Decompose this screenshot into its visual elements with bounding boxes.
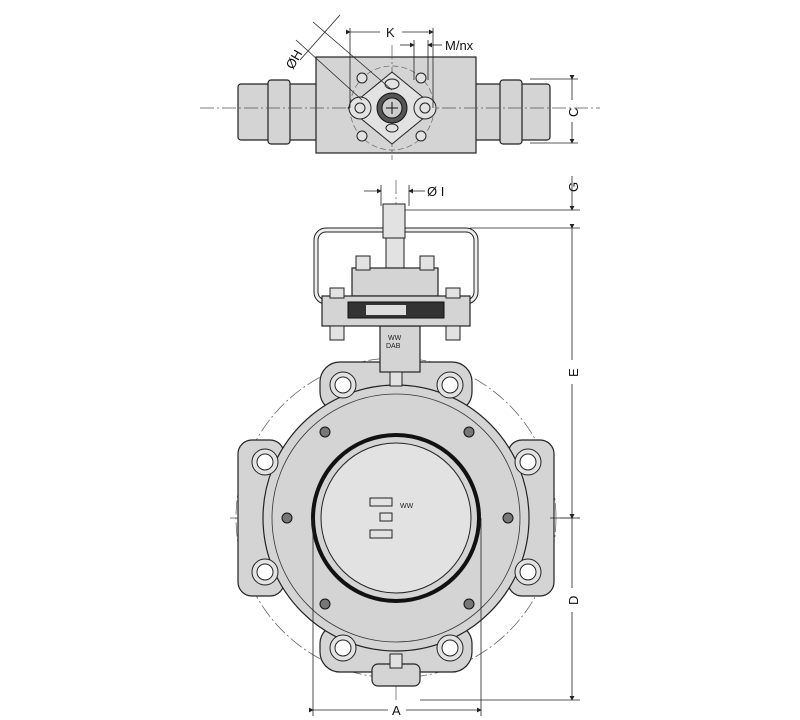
dim-label-h: ØH — [283, 47, 306, 71]
dim-label-a: A — [392, 703, 401, 718]
dim-label-g: G — [566, 182, 581, 192]
top-view-actuator — [200, 45, 600, 160]
dim-label-e: E — [566, 368, 581, 377]
disc-marking: WW — [400, 503, 414, 510]
front-dimensions — [309, 176, 580, 716]
front-view-valve — [230, 180, 580, 700]
neck-marking-2: DAB — [386, 343, 401, 350]
dim-label-k: K — [386, 25, 395, 40]
neck-marking-1: WW — [388, 335, 402, 342]
dim-label-d: D — [566, 596, 581, 605]
dim-label-m: M/nx — [445, 38, 474, 53]
top-dimensions — [295, 14, 578, 144]
dim-label-i: Ø I — [427, 184, 444, 199]
dim-label-c: C — [566, 108, 581, 117]
